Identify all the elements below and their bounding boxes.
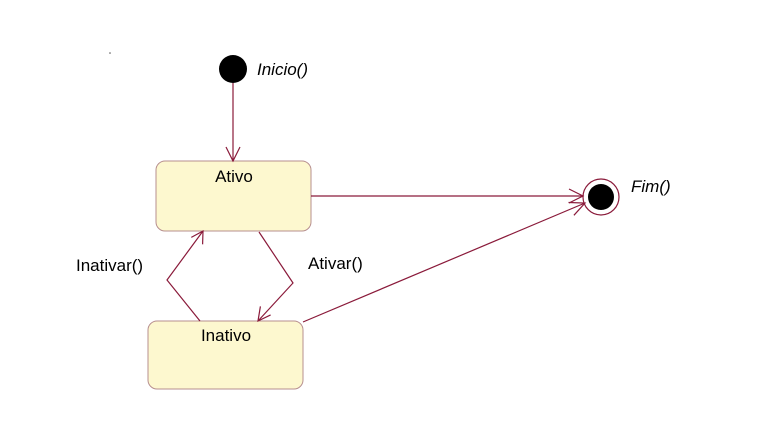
transition-line	[302, 202, 586, 323]
state-ativo-label: Ativo	[215, 167, 253, 186]
transition-inativo-to-final[interactable]	[302, 201, 587, 323]
initial-state-dot	[219, 55, 247, 83]
transition-line	[257, 231, 294, 322]
arrowhead-icon	[257, 306, 271, 323]
transition-ativo-to-final[interactable]	[311, 188, 585, 204]
transition-inativar[interactable]	[166, 229, 204, 322]
arrowhead-icon	[225, 146, 241, 163]
transition-inativar-label: Inativar()	[76, 256, 143, 275]
transition-ativar-label: Ativar()	[308, 254, 363, 273]
state-inativo-box	[147, 320, 304, 390]
stray-mark	[109, 52, 111, 54]
final-state[interactable]	[582, 178, 620, 216]
arrowhead-icon	[191, 229, 204, 245]
final-state-label: Fim()	[631, 177, 671, 196]
final-state-dot	[588, 184, 614, 210]
state-ativo[interactable]: Ativo	[155, 160, 312, 232]
arrowhead-icon	[568, 188, 585, 204]
state-inativo[interactable]: Inativo	[147, 320, 304, 390]
initial-state-label: Inicio()	[257, 60, 308, 79]
transition-ativar[interactable]	[257, 231, 294, 323]
transition-initial-to-ativo[interactable]	[225, 83, 241, 163]
transition-line	[166, 230, 204, 322]
initial-state[interactable]	[219, 55, 247, 83]
state-inativo-label: Inativo	[201, 326, 251, 345]
arrowhead-icon	[568, 201, 587, 216]
